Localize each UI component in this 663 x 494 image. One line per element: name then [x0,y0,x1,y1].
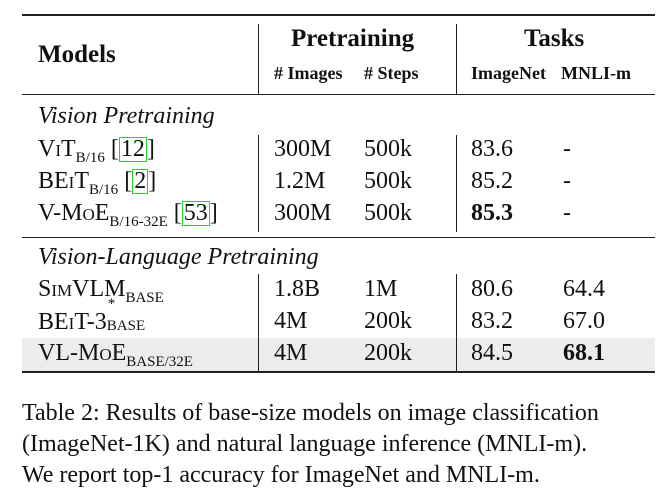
header-models: Models [38,41,116,68]
model-name-vmoe: V-MoEB/16-32E [53] [38,200,218,230]
steps-cell: 1M [364,276,398,302]
citation-link[interactable]: 2 [132,168,149,194]
steps-cell: 500k [364,200,412,226]
header-imagenet: ImageNet [471,63,546,83]
model-name-vlmoe: VL-MoEBASE/32E [38,341,193,370]
model-subscript: BASE/32E [126,353,193,370]
section-title-vision-language: Vision-Language Pretraining [38,244,319,270]
model-name-beit: BEiTB/16 [2] [38,168,157,198]
column-divider [258,24,259,94]
table-caption: Table 2: Results of base-size models on … [22,398,662,491]
table-header-rule [22,94,655,95]
steps-cell: 500k [364,136,412,162]
model-name: ViT [38,136,76,162]
imagenet-cell: 84.5 [471,340,513,366]
images-cell: 4M [274,340,308,366]
model-name: BEiT-3 [38,309,107,335]
table-section-rule [22,237,655,238]
caption-line: Table 2: Results of base-size models on … [22,400,599,426]
images-cell: 1.8B [274,276,321,302]
header-pretraining: Pretraining [291,25,415,52]
mnli-cell: 64.4 [563,276,605,302]
steps-cell: 500k [364,168,412,194]
steps-cell: 200k [364,340,412,366]
images-cell: 300M [274,200,332,226]
caption-line: (ImageNet-1K) and natural language infer… [22,431,588,457]
model-subscript: BASE [106,318,146,334]
column-divider [456,24,457,94]
model-superscript: * [107,296,116,312]
model-subscript: B/16-32E [109,213,168,230]
model-subscript: B/16 [89,181,119,198]
table-bottom-rule [22,371,655,373]
model-subscript: BASE [125,289,164,306]
images-cell: 4M [274,308,308,334]
highlighted-row-background [22,338,655,371]
imagenet-cell-best: 85.3 [471,200,513,226]
caption-line: We report top-1 accuracy for ImageNet an… [22,462,540,488]
imagenet-cell: 83.2 [471,308,513,334]
citation-link[interactable]: 12 [118,136,147,162]
imagenet-cell: 80.6 [471,276,513,302]
imagenet-cell: 85.2 [471,168,513,194]
citation-link[interactable]: 53 [181,200,210,226]
images-cell: 1.2M [274,168,326,194]
header-images: # Images [274,63,343,83]
mnli-cell: - [563,136,571,162]
section-title-vision: Vision Pretraining [38,103,215,129]
column-divider [456,274,457,371]
header-steps: # Steps [364,63,419,83]
header-mnli: MNLI-m [561,63,631,83]
table-top-rule [22,14,655,16]
steps-cell: 200k [364,308,412,334]
model-subscript: B/16 [75,149,105,166]
model-name: VL-MoE [38,340,127,366]
imagenet-cell: 83.6 [471,136,513,162]
mnli-cell-best: 68.1 [563,340,605,366]
mnli-cell: - [563,168,571,194]
model-name: BEiT [38,168,89,194]
model-name: SimVLM [38,276,126,302]
column-divider [258,135,259,232]
mnli-cell: - [563,200,571,226]
column-divider [456,135,457,232]
model-name: V-MoE [38,200,110,226]
mnli-cell: 67.0 [563,308,605,334]
images-cell: 300M [274,136,332,162]
model-name-simvlm: SimVLMBASE [38,277,164,306]
column-divider [258,274,259,371]
model-name-vit: ViTB/16 [12] [38,136,155,166]
model-name-beit3: BEiT-3* BASE [38,297,146,335]
header-tasks: Tasks [524,25,585,52]
